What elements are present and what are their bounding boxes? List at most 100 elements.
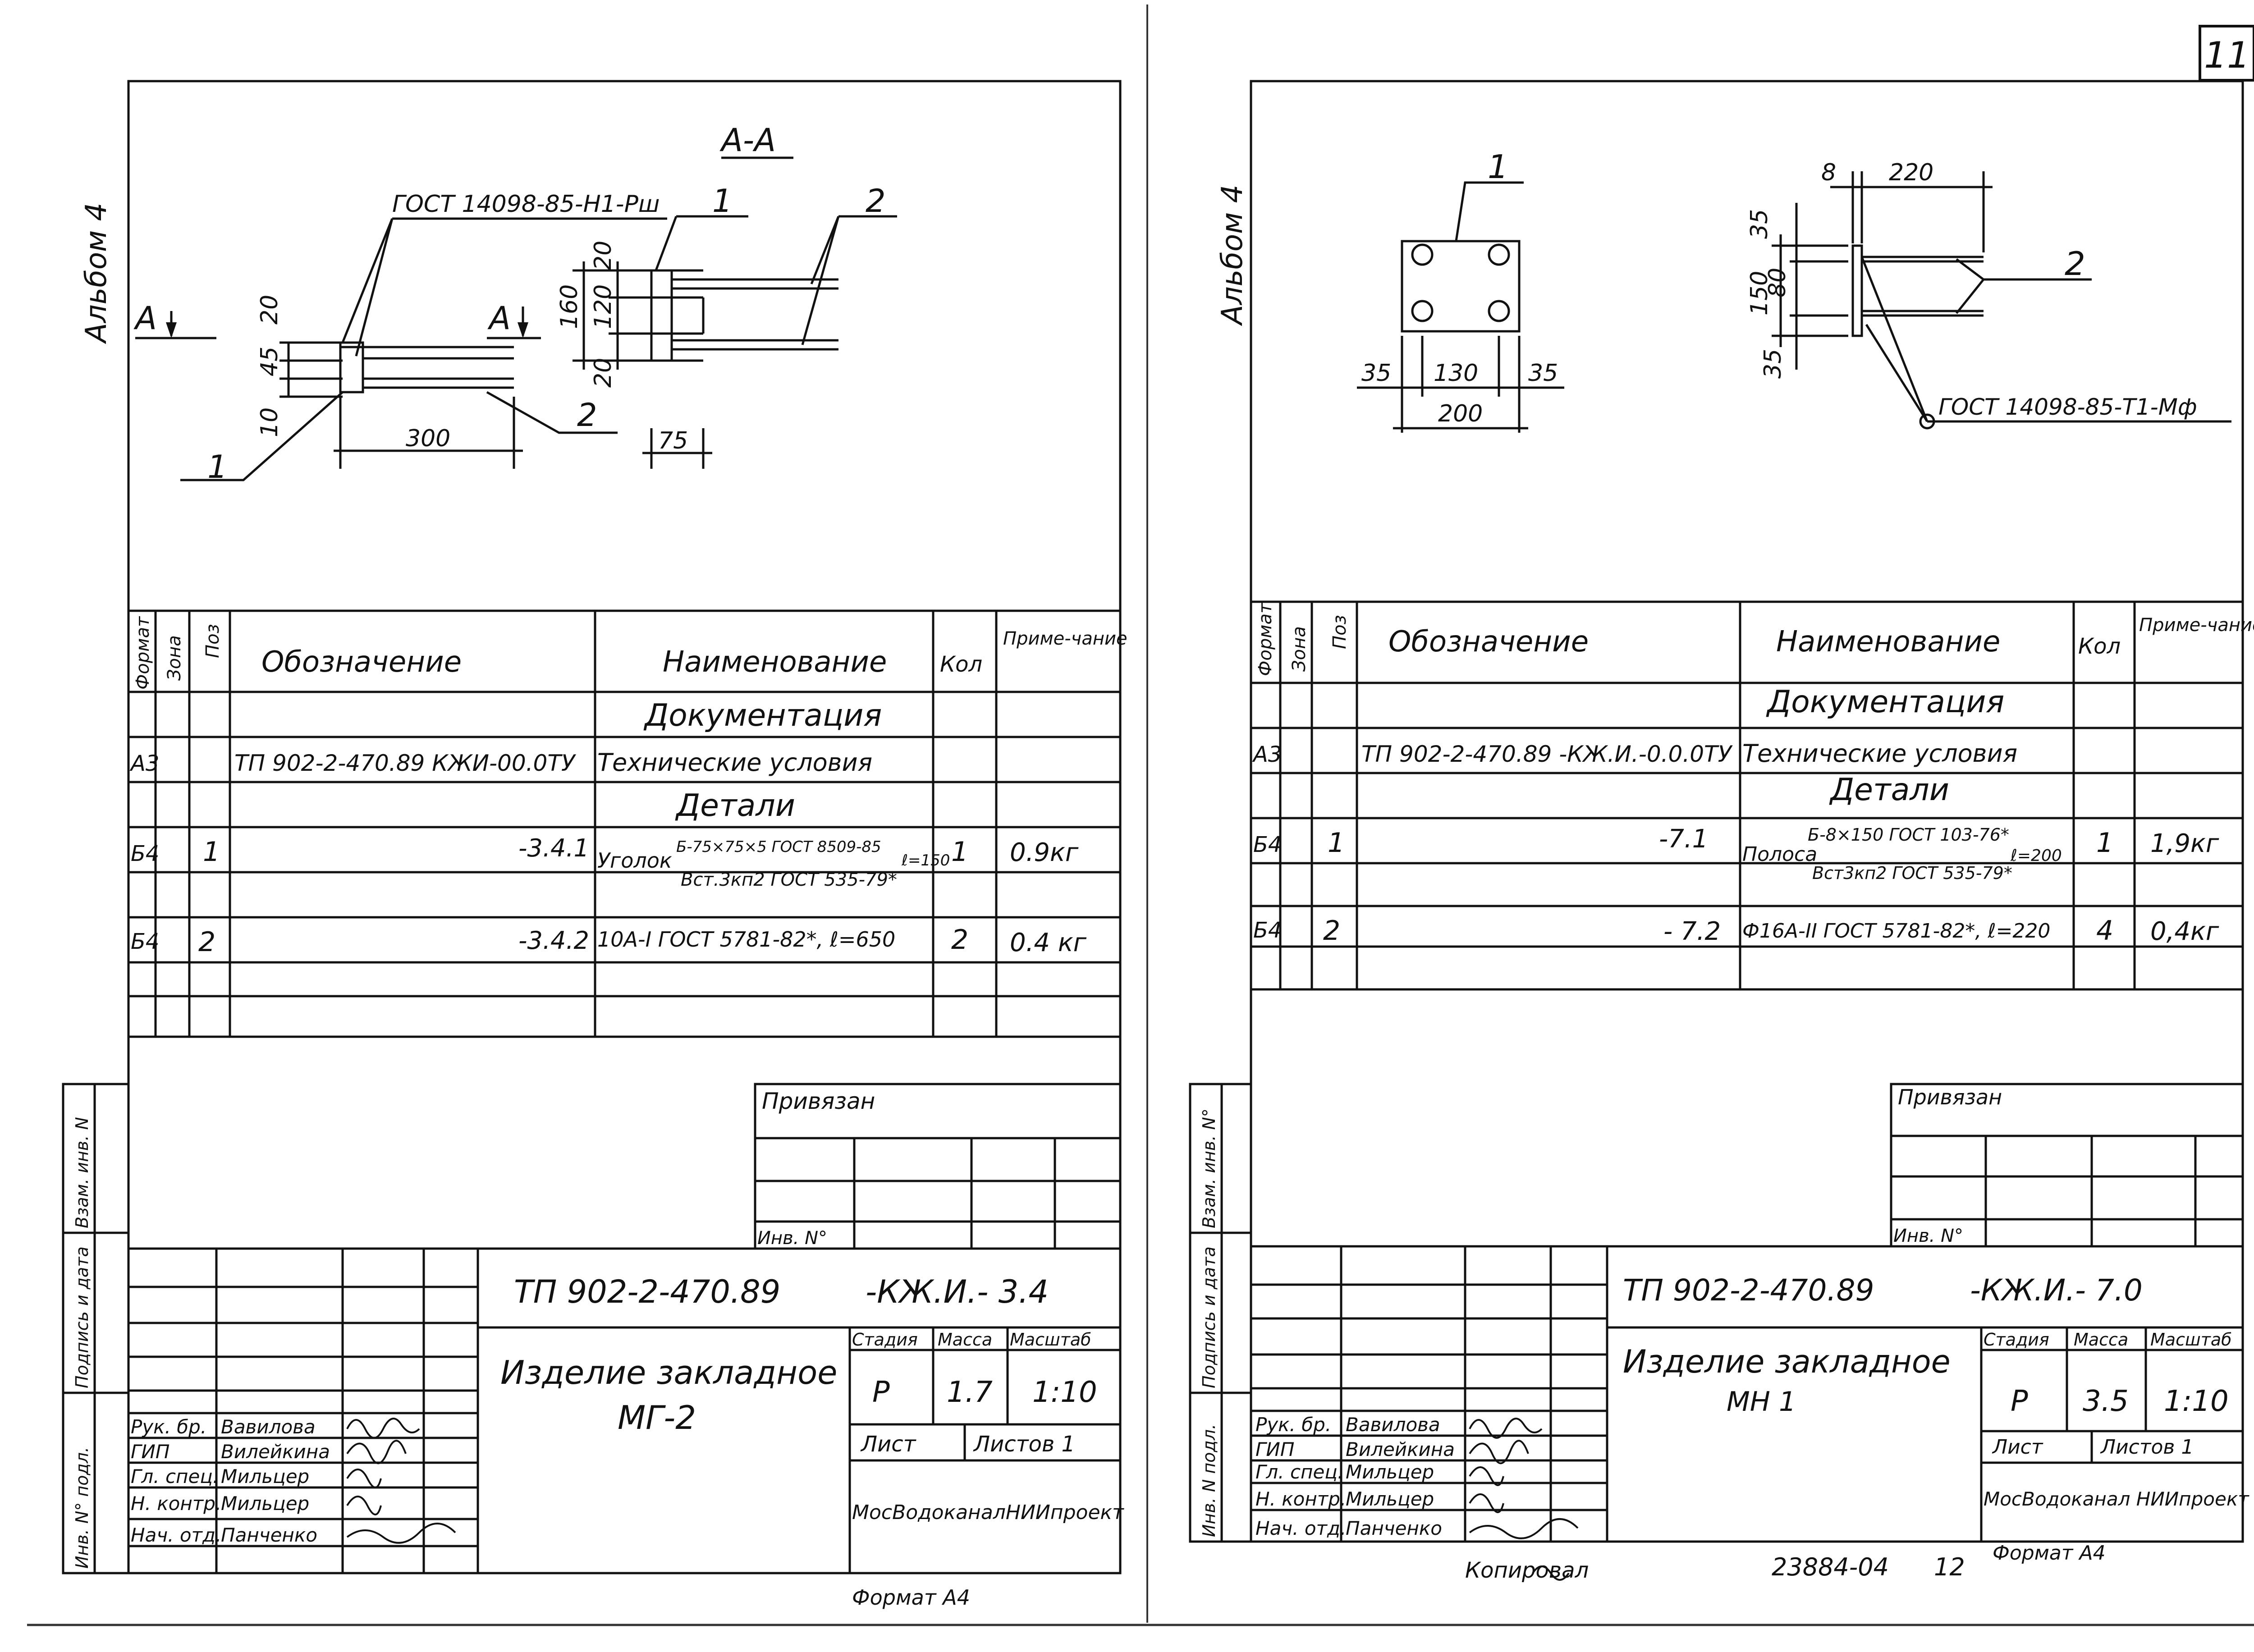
- cut-label-2: А: [487, 300, 511, 337]
- r-row2-qty: 4: [2096, 915, 2113, 947]
- r-row1-designation: -7.1: [1659, 824, 1708, 854]
- format-label: Формат А4: [852, 1585, 970, 1610]
- tb-mass: 1.7: [947, 1376, 993, 1409]
- tied-label: Привязан: [762, 1088, 875, 1114]
- row1-name-len: ℓ=150: [901, 851, 950, 869]
- r-row2-name: Ф16А-II ГОСТ 5781-82*, ℓ=220: [1742, 920, 2050, 943]
- row1-name-bottom: Вст.3кп2 ГОСТ 535-79*: [681, 869, 897, 890]
- r-name-4: Мильцер: [1346, 1488, 1434, 1510]
- r-hdr-zone: Зона: [1289, 626, 1310, 672]
- r-dim-150: 150: [1746, 271, 1773, 316]
- r-dim-8: 8: [1821, 159, 1836, 186]
- r-dim-35c: 35: [1361, 360, 1391, 387]
- doc-name: Технические условия: [597, 748, 872, 777]
- inv-label: Инв. N°: [757, 1228, 827, 1249]
- r-tb-sheet-label: Лист: [1992, 1436, 2043, 1459]
- r-dim-80: 80: [1764, 268, 1791, 297]
- row2-qty: 2: [951, 924, 968, 956]
- right-drawing: [1357, 171, 2231, 433]
- dim-20c: 20: [590, 358, 617, 388]
- tb-scale-label: Масштаб: [1010, 1330, 1091, 1350]
- r-name-5: Панченко: [1346, 1517, 1442, 1539]
- right-stamp-text: Привязан Инв. N° Взам. инв. N° Подпись и…: [1199, 1085, 2249, 1583]
- dim-20a: 20: [256, 295, 283, 325]
- name-1: Вавилова: [221, 1416, 316, 1438]
- r-dim-200: 200: [1438, 400, 1483, 427]
- r-hdr-note: Приме-чание: [2139, 615, 2254, 636]
- row1-qty: 1: [951, 836, 968, 868]
- r-row1-note: 1,9кг: [2150, 829, 2219, 858]
- dim-45: 45: [256, 347, 283, 376]
- left-drawing: [135, 156, 897, 481]
- r-tb-mass-label: Масса: [2074, 1330, 2128, 1350]
- r-tb-sheets-label: Листов 1: [2100, 1436, 2194, 1459]
- r-name-3: Мильцер: [1346, 1461, 1434, 1483]
- r-row1-name-bottom: Вст3кп2 ГОСТ 535-79*: [1812, 863, 2012, 883]
- tb-sheets-label: Листов 1: [973, 1432, 1075, 1457]
- r-name-2: Вилейкина: [1346, 1438, 1455, 1460]
- r-format-label: Формат А4: [1993, 1542, 2106, 1565]
- tb-sheet-label: Лист: [860, 1432, 917, 1457]
- row1-note: 0.9кг: [1010, 838, 1079, 867]
- row1-format: Б4: [131, 841, 159, 866]
- row1-name-top: Б-75×75×5 ГОСТ 8509-85: [676, 838, 881, 856]
- r-row2-pos: 2: [1323, 915, 1340, 947]
- sec-pos1-label: 1: [712, 183, 733, 220]
- dim-10: 10: [256, 407, 283, 437]
- hdr-designation: Обозначение: [261, 645, 462, 679]
- side-sign-date: Подпись и дата: [72, 1246, 92, 1388]
- r-tb-code: ТП 902-2-470.89: [1623, 1273, 1874, 1308]
- dim-75: 75: [658, 427, 688, 454]
- row2-designation: -3.4.2: [518, 926, 589, 955]
- album-label: Альбом 4: [80, 203, 113, 344]
- tb-stage-label: Стадия: [852, 1330, 918, 1350]
- right-signatures: [1469, 1418, 1579, 1581]
- r-hdr-designation: Обозначение: [1388, 625, 1589, 659]
- r-role-3: Гл. спец.: [1255, 1461, 1343, 1483]
- left-stamp-text: Привязан Инв. N° Взам. инв. N Подпись и …: [72, 1088, 1124, 1610]
- sec-pos2-label: 2: [866, 183, 886, 220]
- page-number: 11: [2204, 34, 2250, 76]
- left-cut-arrow: [166, 322, 177, 338]
- r-row2-note: 0,4кг: [2150, 917, 2219, 946]
- tb-title-2: МГ-2: [618, 1399, 696, 1437]
- left-drawing-text: ГОСТ 14098-85-Н1-Рш А-А А А 1 2 1 2 300 …: [80, 122, 886, 485]
- r-side-inv-podl: Инв. N подл.: [1199, 1424, 1219, 1537]
- r-side-vzam: Взам. инв. N°: [1199, 1108, 1219, 1228]
- hdr-note: Приме-чание: [1003, 628, 1127, 649]
- left-spec-text: Формат Зона Поз Обозначение Наименование…: [129, 616, 1127, 958]
- r-dim-220: 220: [1889, 159, 1933, 186]
- r-role-2: ГИП: [1255, 1438, 1294, 1460]
- right-drawing-text: Альбом 4 1 2 ГОСТ 14098-85-Т1-Мф 8 220 3…: [1216, 148, 2197, 427]
- r-gost-label: ГОСТ 14098-85-Т1-Мф: [1938, 394, 2197, 420]
- left-cut-arrow-2: [518, 322, 528, 338]
- left-signatures: [346, 1418, 456, 1544]
- r-tb-title-2: МН 1: [1727, 1386, 1796, 1418]
- r-pos2-label: 2: [2065, 245, 2085, 283]
- cut-label-1: А: [133, 300, 157, 337]
- r-dim-35b: 35: [1759, 349, 1787, 379]
- row2-note: 0.4 кг: [1010, 928, 1087, 957]
- r-row1-qty: 1: [2096, 827, 2113, 859]
- r-pos1-label: 1: [1488, 148, 1508, 186]
- r-hdr-name: Наименование: [1776, 625, 2000, 659]
- row1-designation: -3.4.1: [518, 834, 589, 862]
- dim-20b: 20: [590, 241, 617, 270]
- r-doc-number: 23884-04: [1772, 1553, 1889, 1581]
- name-2: Вилейкина: [221, 1441, 330, 1463]
- r-tb-scale-label: Масштаб: [2150, 1330, 2232, 1350]
- row2-format: Б4: [131, 929, 159, 954]
- name-5: Панченко: [221, 1524, 317, 1546]
- r-details-section: Детали: [1829, 772, 1949, 808]
- r-dim-35a: 35: [1746, 209, 1773, 239]
- r-tb-org: МосВодоканал НИИпроект: [1984, 1488, 2249, 1510]
- right-spec-text: Формат Зона Поз Обозначение Наименование…: [1252, 602, 2254, 947]
- role-3: Гл. спец.: [131, 1465, 219, 1487]
- tb-scale: 1:10: [1032, 1376, 1097, 1409]
- name-4: Мильцер: [221, 1492, 309, 1515]
- r-hdr-pos: Поз: [1329, 615, 1350, 649]
- r-inv-label: Инв. N°: [1893, 1226, 1963, 1246]
- r-tied-label: Привязан: [1898, 1085, 2002, 1109]
- r-doc-sheet: 12: [1934, 1553, 1965, 1581]
- details-section: Детали: [675, 788, 795, 824]
